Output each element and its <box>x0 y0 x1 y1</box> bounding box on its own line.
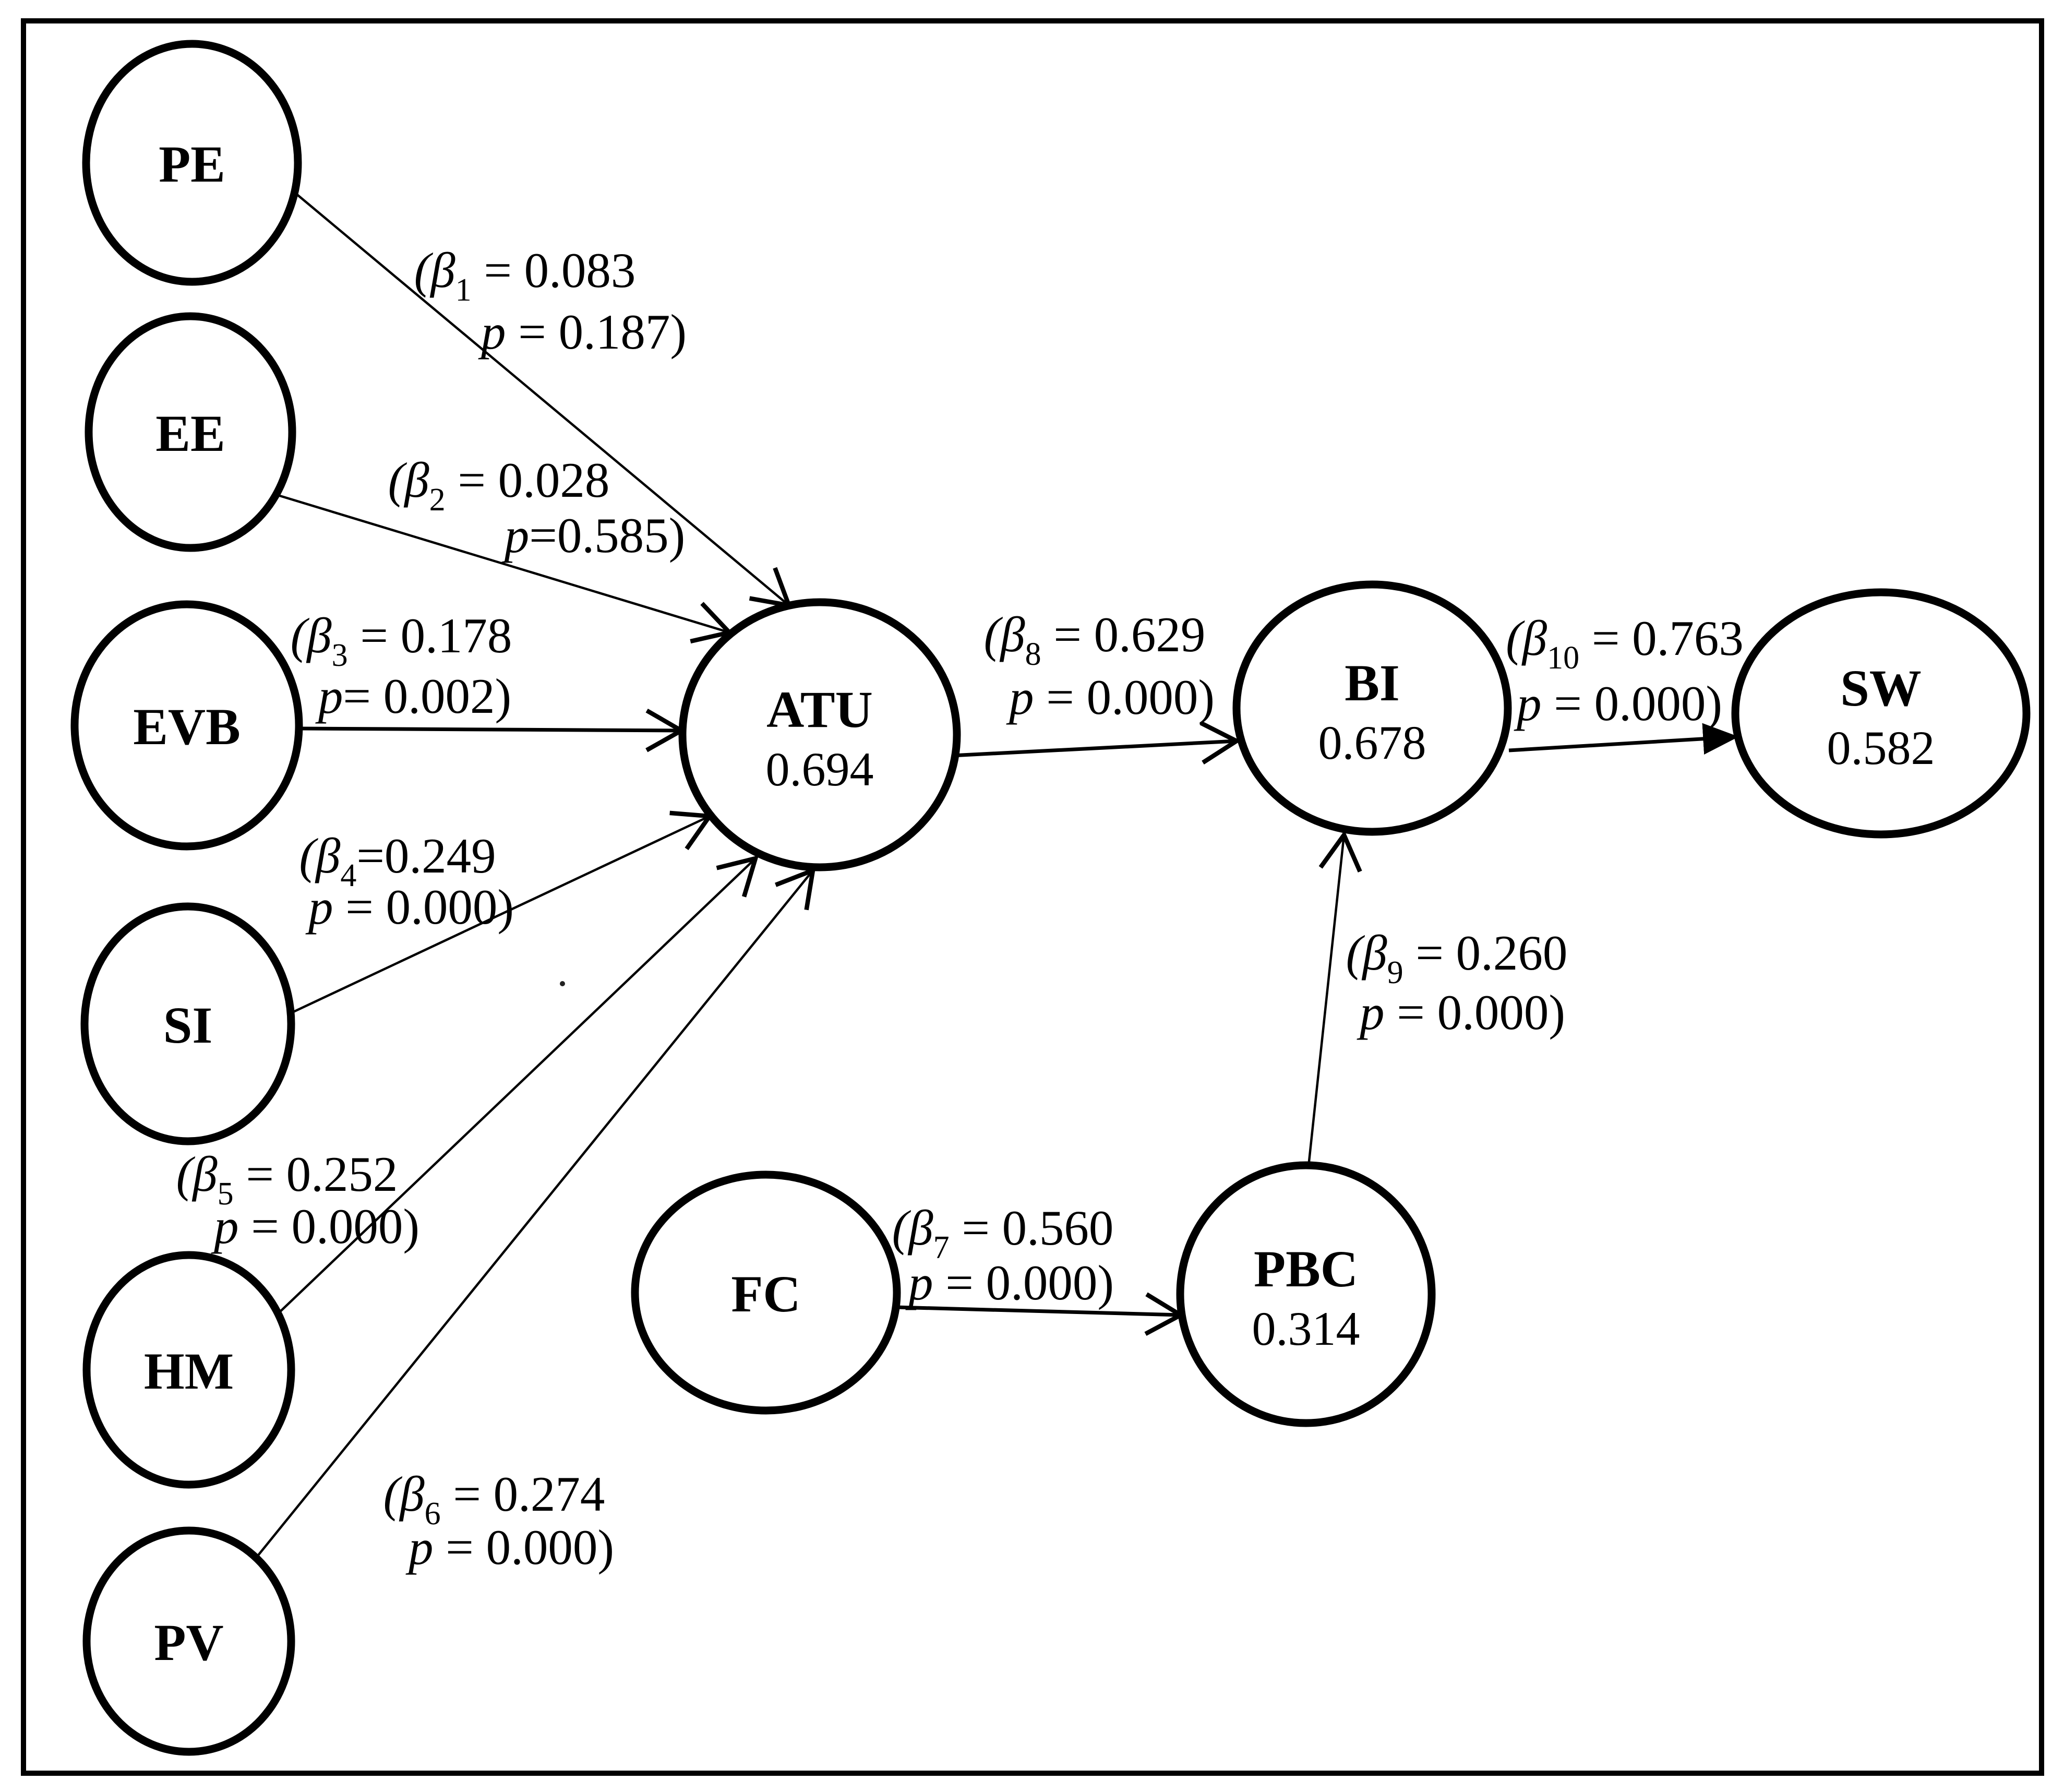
label-beta4-line1: (β4=0.249 <box>299 828 496 893</box>
label-beta7-line2: p = 0.000) <box>905 1255 1114 1310</box>
node-sw: SW 0.582 <box>1731 588 2031 839</box>
stray-dot <box>560 981 565 986</box>
node-atu-ellipse <box>678 598 961 871</box>
node-ee: EE <box>85 312 296 552</box>
node-hm-label: HM <box>144 1342 234 1400</box>
node-si-label: SI <box>163 996 213 1054</box>
edge-hm-atu <box>275 855 759 1316</box>
node-atu: ATU 0.694 <box>678 598 961 871</box>
node-sw-ellipse <box>1731 588 2031 839</box>
node-pv-label: PV <box>154 1614 223 1671</box>
label-beta7-line1: (β7 = 0.560 <box>892 1200 1114 1265</box>
edge-atu-bi <box>951 721 1241 764</box>
label-beta9-line2: p = 0.000) <box>1357 985 1565 1040</box>
label-beta10-line1: (β10 = 0.763 <box>1506 611 1744 676</box>
edge-labels: (β1 = 0.083 p = 0.187) (β2 = 0.028 p=0.5… <box>176 243 1744 1575</box>
node-pbc-value: 0.314 <box>1252 1302 1360 1355</box>
node-evb: EVB <box>70 600 303 851</box>
figure-border <box>21 18 2044 1776</box>
edge-si-atu <box>290 810 714 1015</box>
node-pe-ellipse <box>82 40 302 286</box>
label-beta6-line2: p = 0.000) <box>405 1520 614 1575</box>
node-si-ellipse <box>80 902 295 1145</box>
node-fc-ellipse <box>631 1170 901 1415</box>
edge-ee-atu <box>279 494 734 644</box>
node-atu-label: ATU <box>766 680 873 738</box>
label-beta5-line1: (β5 = 0.252 <box>176 1146 398 1212</box>
label-beta6-line1: (β6 = 0.274 <box>383 1466 605 1532</box>
node-evb-label: EVB <box>133 698 241 756</box>
node-pbc: PBC 0.314 <box>1176 1161 1436 1427</box>
node-pv-ellipse <box>82 1526 295 1756</box>
label-beta1-line1: (β1 = 0.083 <box>414 243 636 308</box>
label-beta2-line2: p=0.585) <box>501 508 685 563</box>
node-sw-label: SW <box>1840 659 1922 717</box>
node-pbc-ellipse <box>1176 1161 1436 1427</box>
node-bi-value: 0.678 <box>1318 716 1426 769</box>
label-beta4-line2: p = 0.000) <box>305 879 514 935</box>
node-hm: HM <box>82 1251 295 1489</box>
node-ee-label: EE <box>155 404 225 462</box>
node-pe: PE <box>82 40 302 286</box>
edge-pv-atu <box>255 867 816 1559</box>
label-beta3-line1: (β3 = 0.178 <box>291 608 512 673</box>
node-atu-value: 0.694 <box>766 743 874 796</box>
node-ee-ellipse <box>85 312 296 552</box>
node-bi: BI 0.678 <box>1232 580 1512 836</box>
node-fc-label: FC <box>731 1265 800 1323</box>
label-beta2-line1: (β2 = 0.028 <box>388 452 610 518</box>
label-beta3-line2: p= 0.002) <box>315 668 511 724</box>
edge-pbc-bi <box>1307 830 1362 1167</box>
edge-fc-pbc <box>895 1292 1185 1336</box>
node-fc: FC <box>631 1170 901 1415</box>
node-evb-ellipse <box>70 600 303 851</box>
label-beta1-line2: p = 0.187) <box>478 304 687 360</box>
edge-evb-atu <box>298 708 686 752</box>
node-pe-label: PE <box>159 135 225 193</box>
label-beta8-line1: (β8 = 0.629 <box>984 607 1206 672</box>
label-beta5-line2: p = 0.000) <box>211 1199 419 1254</box>
node-pbc-label: PBC <box>1254 1240 1358 1298</box>
edges <box>255 192 1739 1559</box>
node-sw-value: 0.582 <box>1827 721 1935 774</box>
label-beta8-line2: p = 0.000) <box>1006 670 1215 725</box>
label-beta10-line2: p = 0.000) <box>1514 676 1722 731</box>
label-beta9-line1: (β9 = 0.260 <box>1346 925 1568 990</box>
edge-bi-sw <box>1508 723 1739 755</box>
node-si: SI <box>80 902 295 1145</box>
node-bi-ellipse <box>1232 580 1512 836</box>
node-bi-label: BI <box>1345 654 1400 712</box>
node-hm-ellipse <box>82 1251 295 1489</box>
edge-pe-atu <box>294 192 793 608</box>
node-pv: PV <box>82 1526 295 1756</box>
